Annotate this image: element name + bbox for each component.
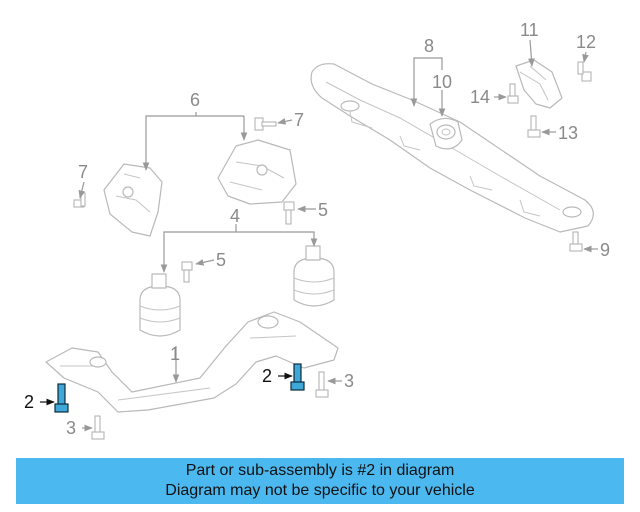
engine-mount-right	[293, 245, 335, 307]
bolt-14	[507, 83, 519, 104]
highlighted-bolt-2-right	[290, 363, 305, 391]
callout-8: 8	[424, 36, 434, 56]
callout-9: 9	[600, 240, 610, 260]
callout-11: 11	[520, 20, 539, 40]
callout-10: 10	[432, 72, 452, 92]
highlighted-bolt-2-left	[54, 383, 69, 413]
callout-12: 12	[576, 32, 596, 52]
bolt-5-lower	[181, 261, 193, 283]
bolt-7-left	[73, 192, 86, 208]
engine-mount-bracket-left	[103, 163, 163, 237]
info-banner: Part or sub-assembly is #2 in diagram Di…	[16, 458, 624, 504]
callout-3-left: 3	[66, 418, 76, 438]
bolt-9	[569, 231, 583, 252]
banner-line-part: Part or sub-assembly is #2 in diagram	[185, 462, 455, 479]
banner-line-disclaimer: Diagram may not be specific to your vehi…	[165, 482, 475, 499]
callout-6: 6	[190, 90, 200, 110]
bolt-7-upper	[254, 117, 277, 131]
callout-5-upper: 5	[318, 200, 328, 220]
mount-bracket	[515, 59, 563, 109]
callout-4: 4	[230, 206, 240, 226]
callout-1: 1	[170, 344, 180, 364]
engine-mount-left	[139, 273, 181, 337]
bolt-3-left	[91, 415, 105, 440]
bolt-5-upper	[283, 201, 295, 225]
callout-13: 13	[558, 123, 578, 143]
callout-7-upper: 7	[294, 110, 304, 130]
callout-7-left: 7	[78, 162, 88, 182]
bolt-12	[577, 61, 592, 82]
callout-2-left: 2	[24, 392, 34, 412]
callout-5-lower: 5	[216, 250, 226, 270]
leader-lines	[40, 39, 598, 432]
crossmember-mount	[429, 117, 463, 150]
callout-2-right: 2	[262, 366, 272, 386]
engine-mount-bracket-right	[217, 139, 297, 205]
callout-3-right: 3	[344, 371, 354, 391]
bolt-13	[527, 115, 541, 138]
bolt-3-right	[315, 371, 329, 398]
callout-14: 14	[470, 87, 490, 107]
engine-subframe	[45, 311, 339, 413]
